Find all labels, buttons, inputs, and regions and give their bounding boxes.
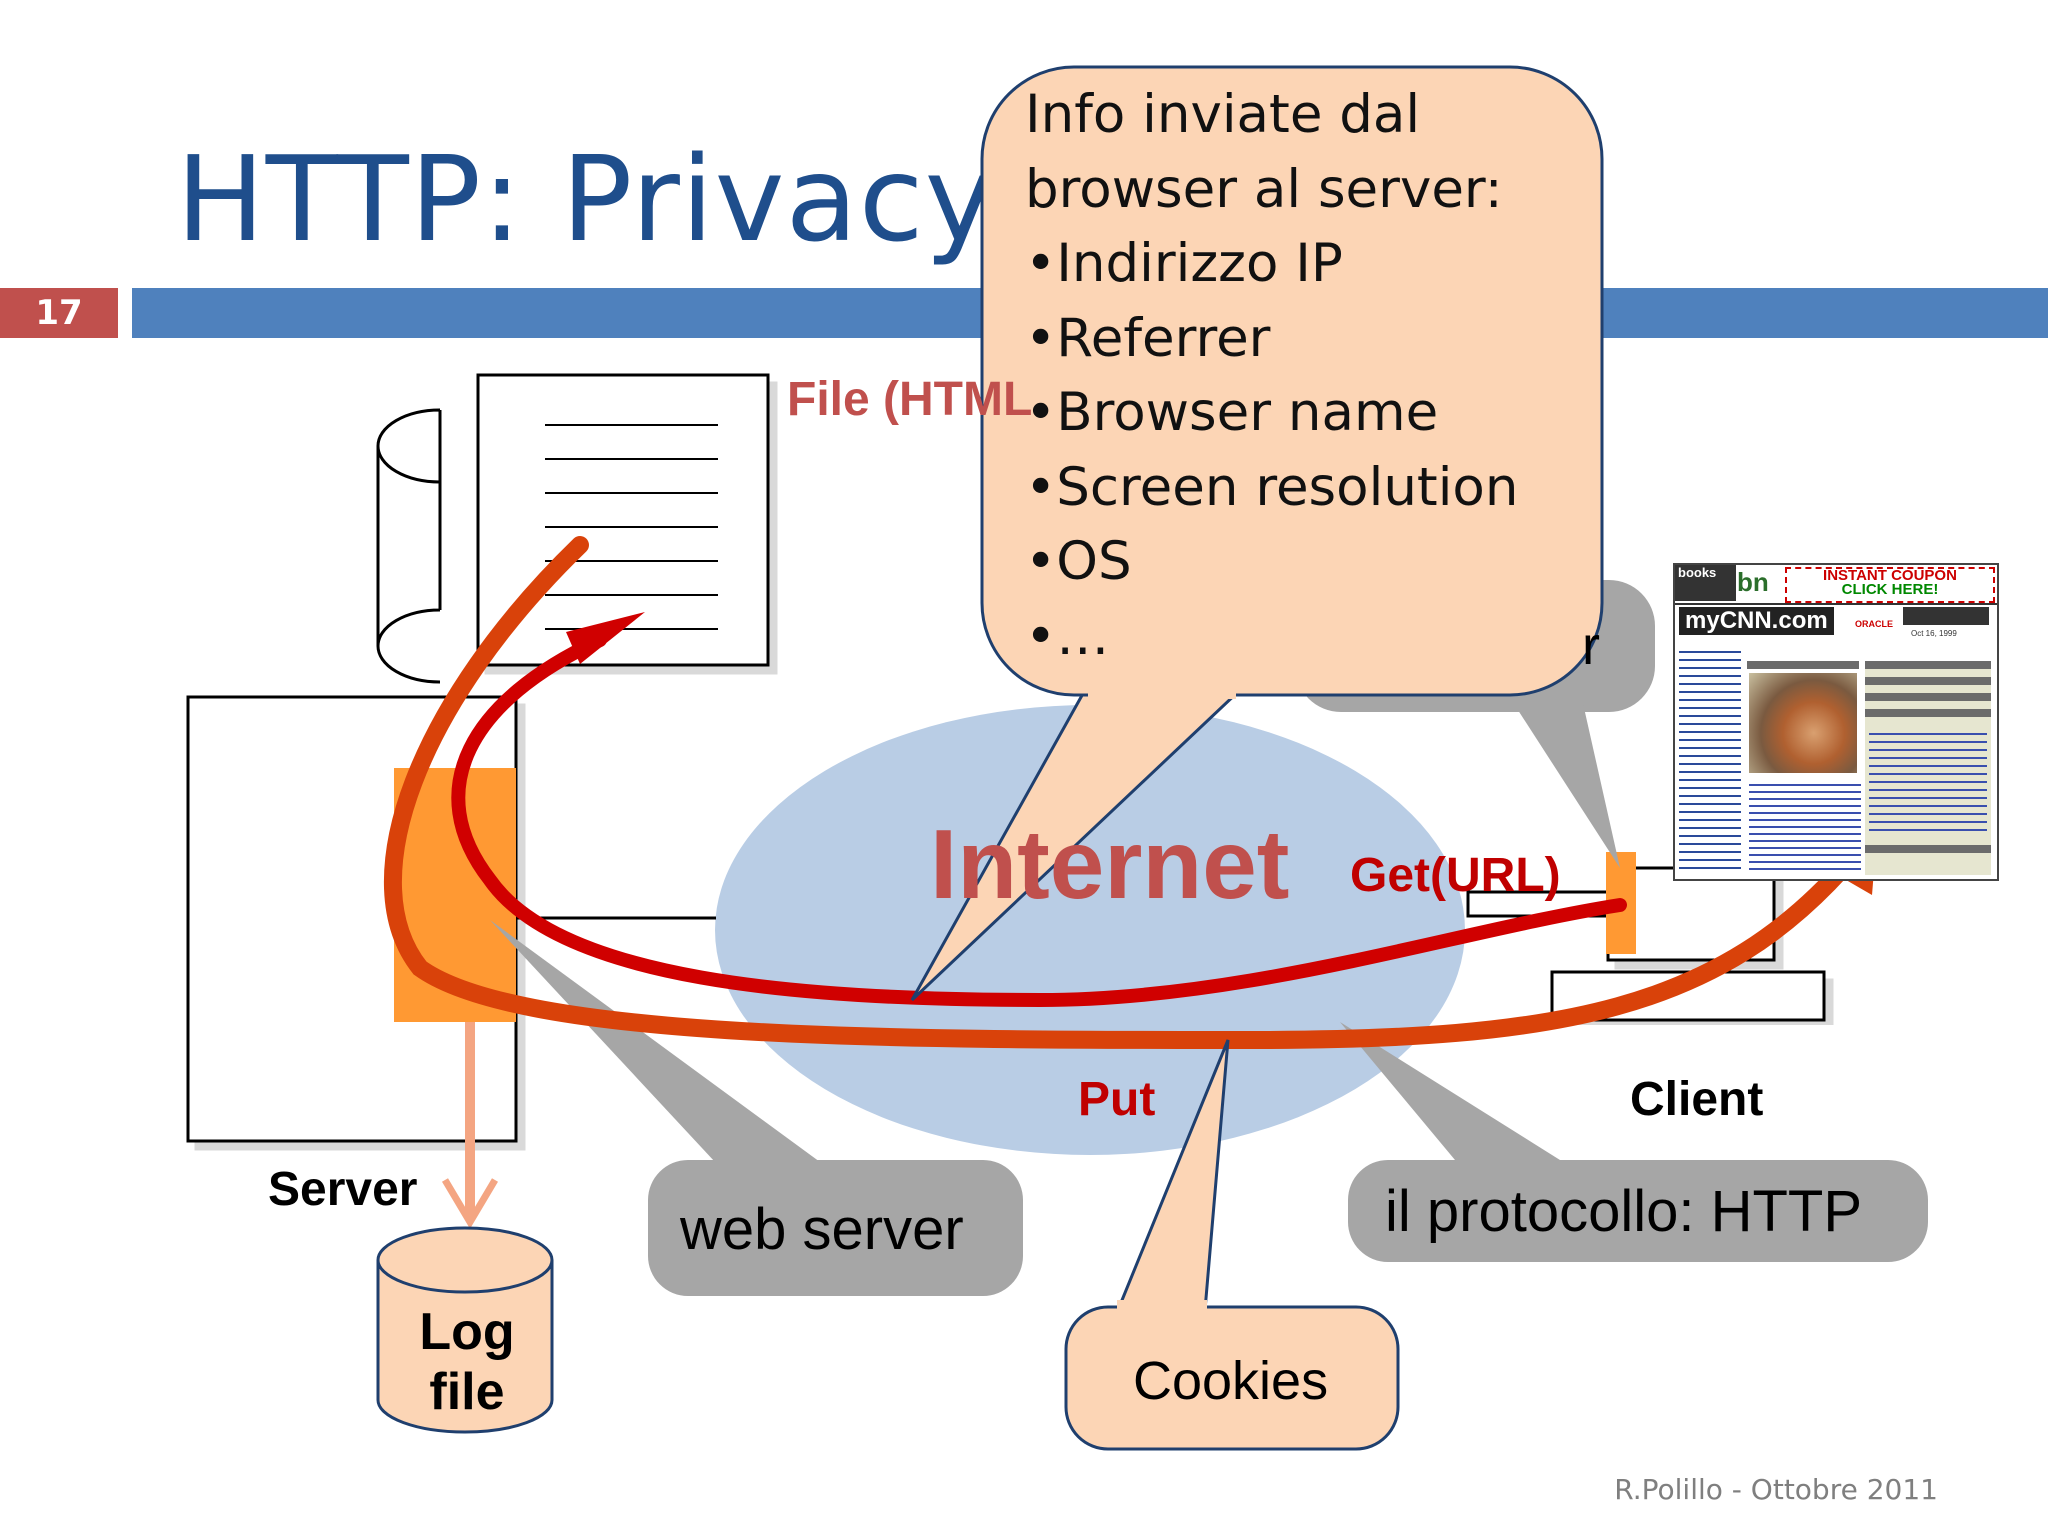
web-server-callout-tail — [490, 920, 820, 1162]
web-server-callout — [648, 1160, 1023, 1296]
protocol-callout-label: il protocollo: HTTP — [1385, 1179, 1863, 1244]
web-server-callout-label: web server — [680, 1197, 964, 1262]
info-bubble — [980, 65, 1604, 697]
screenshot-header: myCNN.com ORACLE Oct 16, 1999 — [1675, 605, 1997, 641]
ad-coupon-sub: CLICK HERE! — [1841, 581, 1939, 598]
protocol-callout-tail — [1340, 1022, 1560, 1160]
info-line-2: browser al server: — [1025, 158, 1503, 220]
screenshot-headlines — [1749, 779, 1861, 875]
protocol-callout — [1348, 1160, 1928, 1262]
screenshot-ad-banner: books bn INSTANT COUPON CLICK HERE! — [1675, 565, 1997, 605]
info-bubble-text: Info inviate dal browser al server: •Ind… — [1025, 78, 1518, 674]
cnn-logo: myCNN.com — [1679, 607, 1834, 635]
info-tail-join — [1088, 683, 1236, 699]
info-line-1: Info inviate dal — [1025, 84, 1421, 145]
log-file-line-2: file — [429, 1363, 505, 1421]
info-line-4: •Referrer — [1025, 307, 1271, 369]
ad-bn: bn — [1737, 567, 1769, 597]
info-line-8: •… — [1025, 605, 1110, 667]
search-box — [1903, 607, 1989, 625]
slide-title: HTTP: Privacy — [176, 130, 996, 268]
cookies-callout — [1064, 1305, 1400, 1451]
get-arrow — [451, 612, 1627, 1008]
ad-coupon: INSTANT COUPON CLICK HERE! — [1785, 567, 1995, 603]
log-write-arrow — [441, 1022, 499, 1229]
server-storage-icon — [376, 408, 442, 684]
screenshot-nav-column — [1679, 645, 1741, 875]
cookies-tail-join — [1117, 1300, 1207, 1314]
ad-books: books — [1675, 565, 1736, 601]
html-document-icon — [476, 373, 770, 667]
put-label: Put — [1078, 1073, 1156, 1126]
screenshot-right-column — [1865, 661, 1991, 875]
ad-coupon-title: INSTANT COUPON — [1823, 567, 1957, 584]
browser-screenshot: books bn INSTANT COUPON CLICK HERE! myCN… — [1673, 563, 1999, 881]
info-line-3: •Indirizzo IP — [1025, 233, 1343, 294]
oracle-logo: ORACLE — [1855, 619, 1893, 629]
browser-callout-label-partial: r — [1582, 616, 1600, 676]
screenshot-date: Oct 16, 1999 — [1911, 629, 1957, 638]
slide-number: 17 — [0, 288, 118, 338]
file-html-label: File (HTML — [787, 373, 1033, 426]
screenshot-news-header — [1747, 661, 1859, 669]
info-line-5: •Browser name — [1025, 382, 1439, 443]
get-url-label: Get(URL) — [1350, 849, 1561, 902]
info-line-6: •Screen resolution — [1025, 456, 1519, 518]
info-line-7: •OS — [1025, 531, 1132, 592]
log-file-line-1: Log — [419, 1303, 515, 1361]
log-file-label: Log file — [405, 1302, 529, 1422]
server-label: Server — [268, 1163, 418, 1216]
client-label: Client — [1630, 1073, 1764, 1126]
slide-footer: R.Polillo - Ottobre 2011 — [1614, 1473, 1938, 1506]
log-file-icon — [376, 1226, 554, 1434]
screenshot-photo — [1749, 673, 1857, 773]
cookies-callout-label: Cookies — [1133, 1351, 1329, 1411]
internet-label: Internet — [930, 809, 1290, 919]
